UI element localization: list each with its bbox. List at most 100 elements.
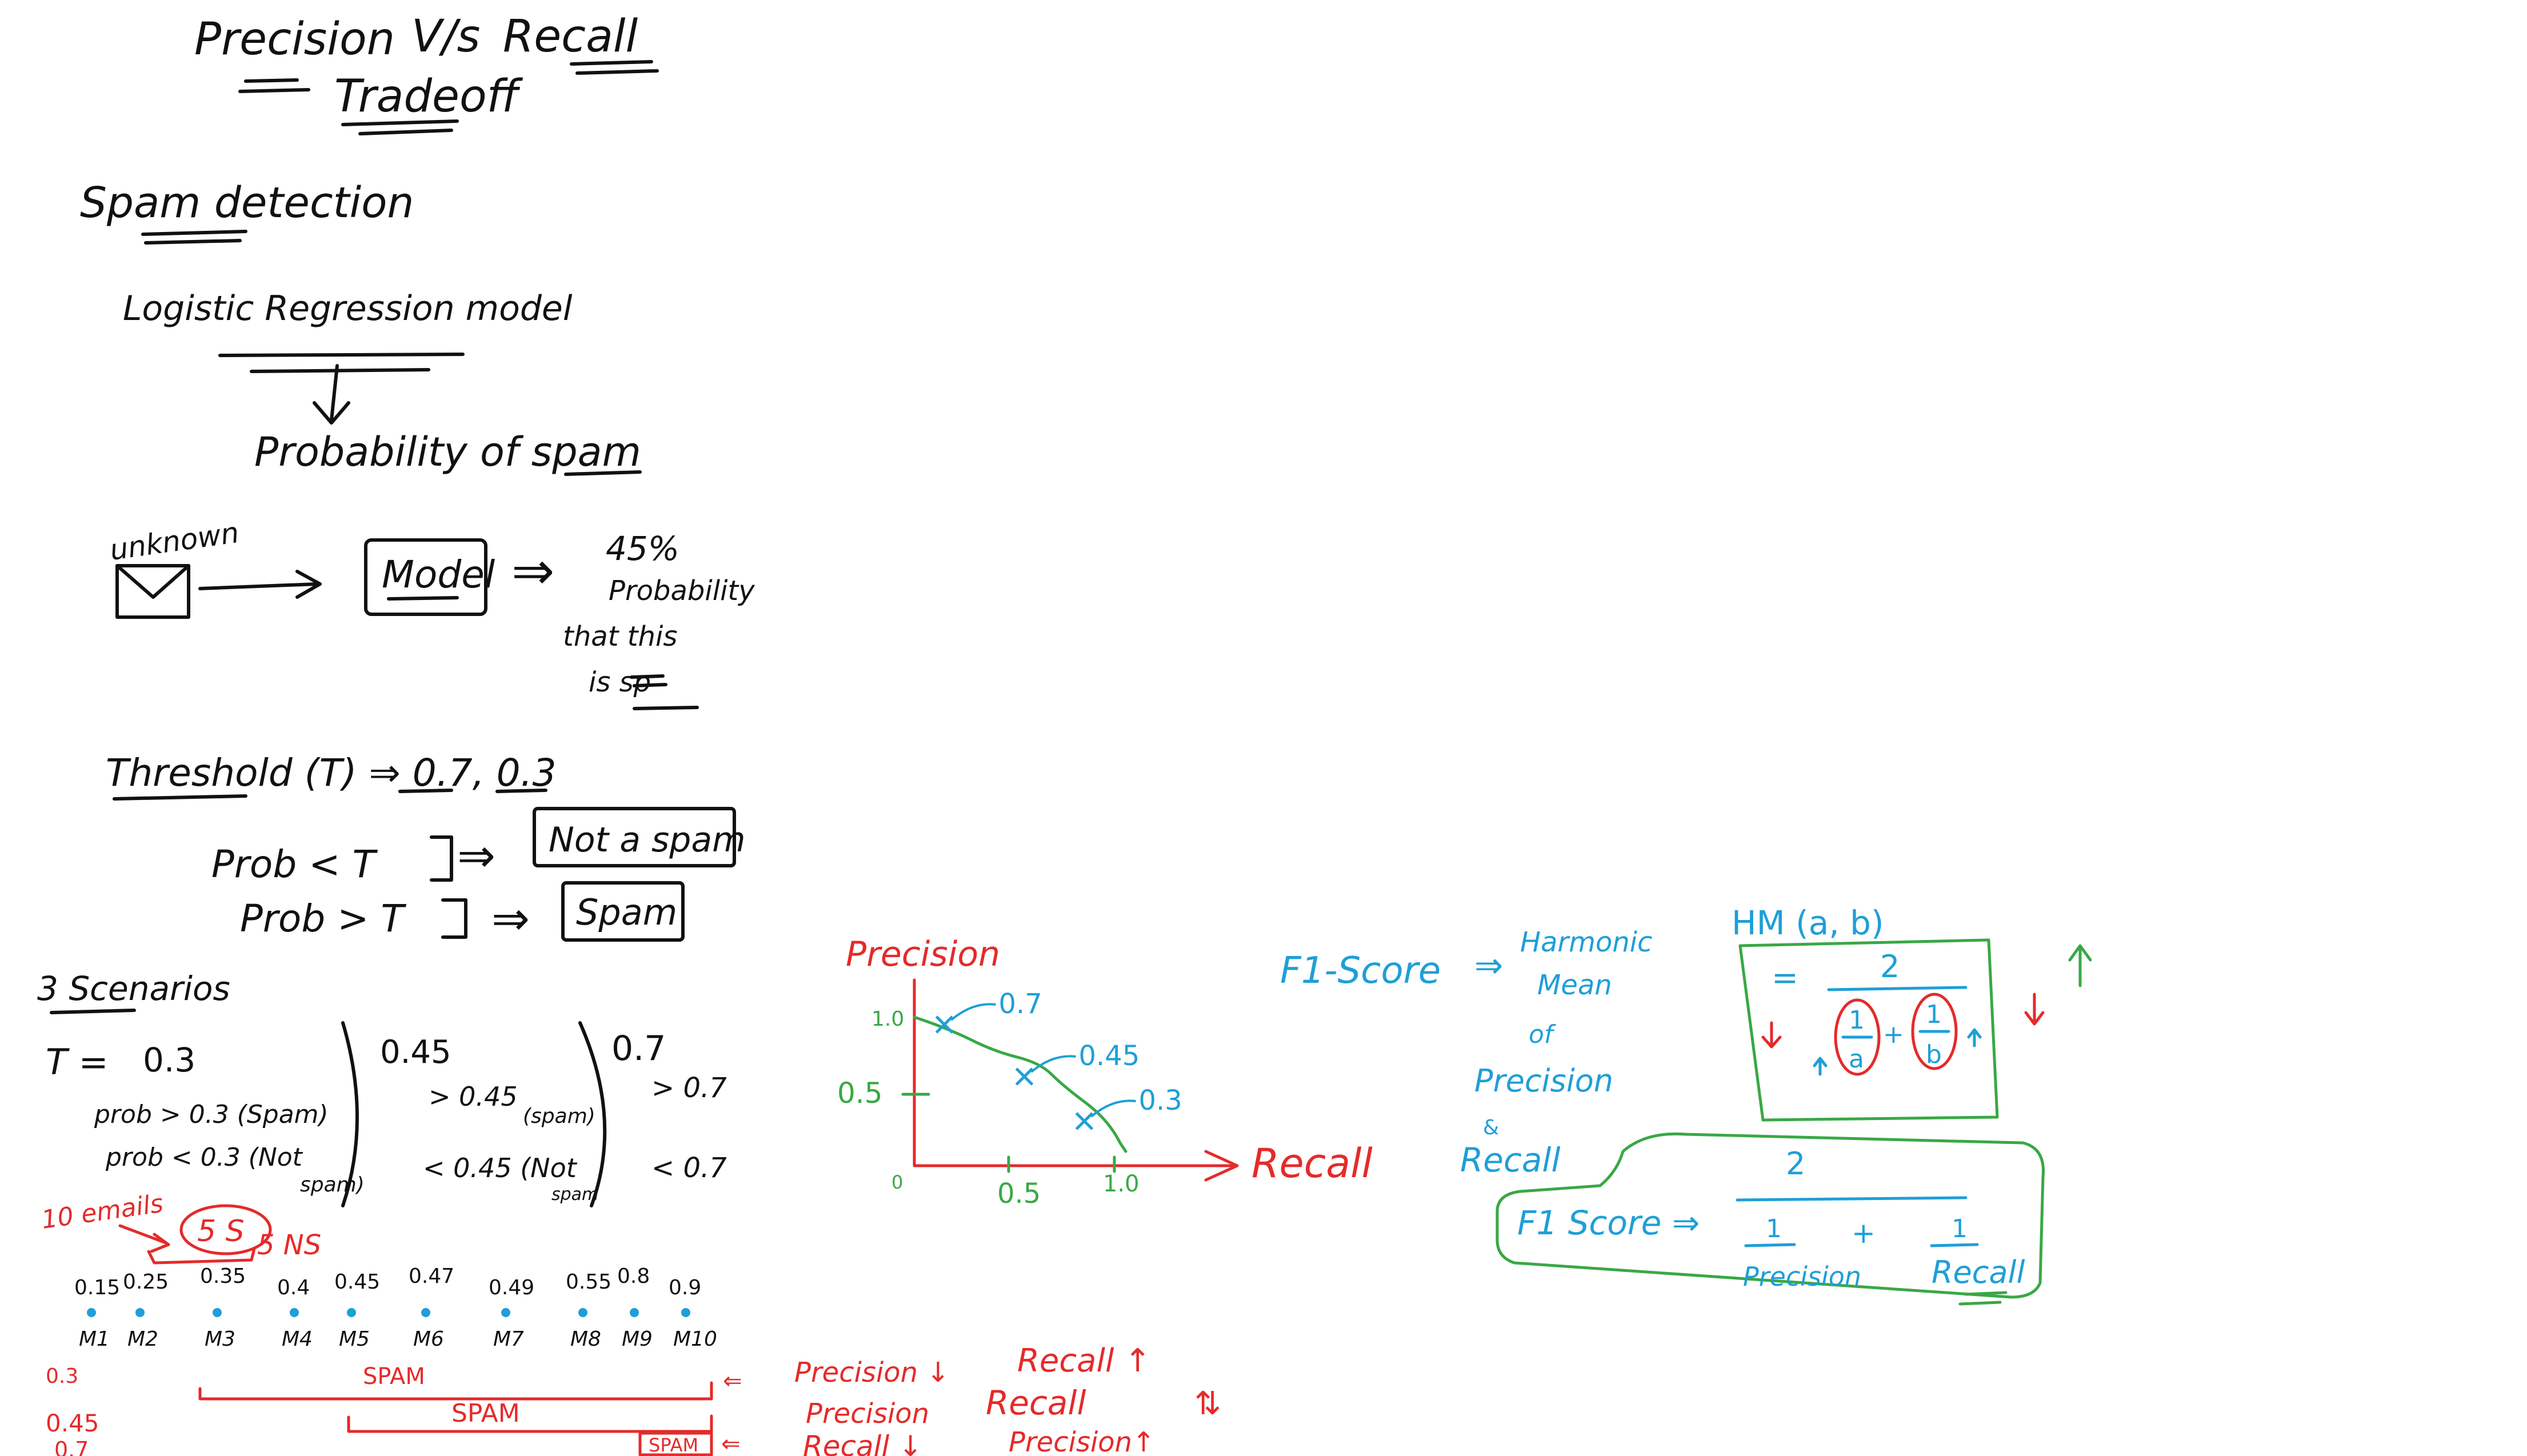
result-underline — [630, 674, 699, 710]
probability-value-1: 0.15 — [74, 1276, 120, 1299]
pr-point-label-2: 0.45 — [1079, 1040, 1140, 1072]
pr-point-label-1: 0.7 — [999, 988, 1042, 1020]
model-underline — [218, 353, 465, 373]
five-s-circle — [179, 1204, 272, 1255]
model-output-arrow: ⇒ — [511, 541, 554, 601]
probability-value-6: 0.47 — [409, 1265, 454, 1288]
model-label-7: M7 — [493, 1327, 524, 1351]
result-that-this: that this — [563, 621, 677, 653]
hm-term1-den: a — [1849, 1045, 1864, 1074]
spam-label-0.7: SPAM — [649, 1434, 698, 1456]
model-probability-row: 0.15M10.25M20.35M30.4M40.45M50.47M60.49M… — [74, 1265, 717, 1351]
recall-underline — [570, 60, 659, 75]
s1-line2: prob < 0.3 (Not — [105, 1143, 303, 1172]
title-vs: V/s — [411, 11, 480, 62]
f1-recall-underline — [1958, 1291, 2008, 1306]
f1-term1-bar — [1744, 1243, 1796, 1247]
spam-detection-title: Spam detection — [80, 178, 414, 227]
model-dot-8 — [578, 1308, 587, 1317]
hm-plus: + — [1883, 1020, 1904, 1049]
hm-box — [1738, 938, 1999, 1122]
model-dot-1 — [87, 1308, 96, 1317]
pr-xtick-marks — [1007, 1155, 1116, 1173]
spam-label-0.3: SPAM — [363, 1363, 425, 1390]
f1-score-box-label: F1 Score ⇒ — [1517, 1203, 1700, 1242]
ten-emails: 10 emails — [39, 1189, 165, 1235]
spam-title-underline — [141, 230, 247, 245]
note-precision-up: Precision↑ — [1009, 1426, 1155, 1456]
pr-ytick-1.0: 1.0 — [871, 1007, 904, 1031]
unknown-label: unknown — [108, 516, 241, 567]
model-box-label: Model — [382, 553, 495, 597]
row-threshold-0.3: 0.3 — [46, 1365, 78, 1388]
hm-fraction-bar — [1827, 986, 1968, 991]
f1-score-numerator: 2 — [1786, 1146, 1805, 1182]
s1-line2b: spam) — [300, 1173, 365, 1197]
pr-point-3 — [1075, 1112, 1094, 1130]
envelope-arrow — [198, 570, 322, 599]
model-label-5: M5 — [339, 1327, 370, 1351]
hm-numerator: 2 — [1880, 949, 1900, 985]
row-arrow-0.3: ⇐ — [723, 1368, 742, 1394]
title-tradeoff: Tradeoff — [334, 71, 523, 122]
spam-box-0.7 — [638, 1431, 713, 1456]
rule-arrow-1: ⇒ — [457, 829, 495, 882]
s2-line1: > 0.45 — [429, 1081, 518, 1112]
f1-score-plus: + — [1852, 1217, 1876, 1250]
pr-point-leader-2 — [1030, 1055, 1076, 1073]
model-dot-9 — [630, 1308, 639, 1317]
threshold-line: Threshold (T) ⇒ 0.7, 0.3 — [106, 751, 557, 795]
note-recall-down: Recall ↓ — [803, 1430, 922, 1456]
probability-value-4: 0.4 — [277, 1276, 310, 1299]
hm-equals: = — [1772, 959, 1798, 997]
scenarios-underline — [50, 1009, 136, 1014]
s1-value: 0.3 — [143, 1041, 195, 1079]
s3-line2: < 0.7 — [651, 1152, 727, 1184]
probability-value-9: 0.8 — [617, 1265, 650, 1288]
model-dot-3 — [213, 1308, 222, 1317]
f1-arrow: ⇒ — [1474, 946, 1503, 986]
not-spam-box — [533, 807, 736, 867]
pr-point-2 — [1015, 1067, 1034, 1086]
note-arrows-mid: ⇅ — [1194, 1385, 1221, 1422]
threshold-rows: 0.3 0.45 0.7 SPAM ⇐ SPAM SPAM ⇐ Precisio… — [46, 1342, 1221, 1456]
model-label-6: M6 — [413, 1327, 444, 1351]
spam-box-label: Spam — [576, 891, 677, 933]
pr-ytick-0.5: 0.5 — [837, 1077, 883, 1110]
f1-term2-num: 1 — [1952, 1214, 1968, 1243]
result-is-spam: is sp — [589, 666, 651, 698]
five-ns-bracket — [147, 1247, 256, 1265]
heading: Precision V/s Recall Tradeoff — [194, 11, 659, 135]
hm-text-and: & — [1483, 1116, 1499, 1139]
f1-score-box — [1496, 1132, 2045, 1299]
note-recall-mid: Recall — [986, 1383, 1086, 1422]
hm-circle-a — [1834, 998, 1881, 1076]
hm-up-arrow-a — [1813, 1057, 1828, 1076]
pr-x-label: Recall — [1251, 1140, 1373, 1187]
hm-text-recall: Recall — [1460, 1141, 1561, 1179]
probability-value-5: 0.45 — [334, 1270, 380, 1294]
rule-prob-less: Prob < T — [211, 842, 378, 886]
note-recall-up: Recall ↑ — [1017, 1342, 1151, 1379]
logistic-regression-text: Logistic Regression model — [123, 289, 573, 329]
hm-text-harmonic: Harmonic — [1520, 926, 1653, 958]
s1-line1: prob > 0.3 (Spam) — [94, 1100, 329, 1129]
hm-term2-num: 1 — [1926, 1000, 1942, 1029]
row-threshold-0.7: 0.7 — [54, 1437, 89, 1456]
model-dot-4 — [290, 1308, 299, 1317]
title-recall: Recall — [503, 11, 638, 62]
s3-line1: > 0.7 — [651, 1072, 727, 1104]
tradeoff-underline — [341, 119, 459, 135]
probability-value-2: 0.25 — [123, 1270, 169, 1294]
probability-value-8: 0.55 — [566, 1270, 611, 1294]
model-label-10: M10 — [673, 1327, 717, 1351]
emails-arrow — [118, 1224, 170, 1253]
hm-circle-b — [1911, 993, 1958, 1070]
pr-points: 0.70.450.3 — [935, 988, 1182, 1130]
rule-bracket-2 — [441, 898, 467, 939]
f1-term2-den: Recall — [1932, 1254, 2025, 1290]
model-label-4: M4 — [282, 1327, 313, 1351]
model-label-1: M1 — [79, 1327, 110, 1351]
rule-prob-greater: Prob > T — [240, 897, 406, 941]
